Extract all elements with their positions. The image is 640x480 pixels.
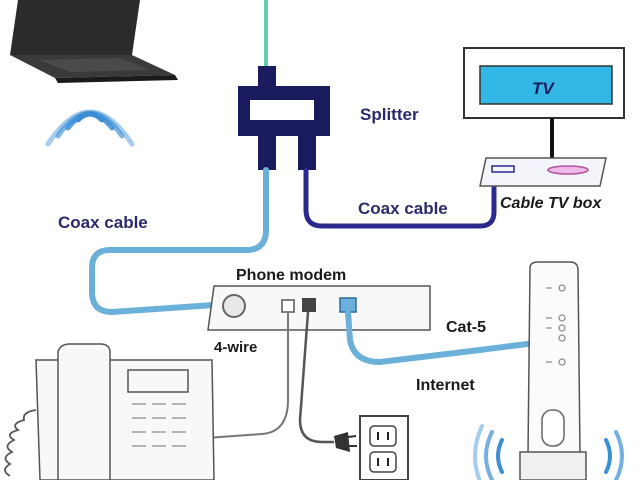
phone-port-icon [281, 299, 295, 313]
cat5-cable [345, 309, 531, 366]
coax-cable-right [303, 167, 497, 229]
wireless-router-icon [519, 261, 587, 480]
coax-cable-left [89, 167, 269, 316]
tv-icon [463, 47, 625, 158]
telephone-cord [4, 409, 37, 477]
phone-modem-label: Phone modem [236, 267, 346, 284]
phone-wire [205, 312, 289, 439]
cable-tv-box-label: Cable TV box [500, 195, 602, 212]
four-wire-label: 4-wire [214, 339, 257, 356]
router-wifi-signal-icon [473, 424, 624, 480]
wall-outlet-icon [359, 415, 409, 480]
laptop-icon [10, 0, 178, 83]
coax-cable-left-label: Coax cable [58, 213, 148, 232]
phone-modem-icon [207, 285, 431, 331]
power-plug-icon [334, 432, 357, 452]
power-cord [298, 311, 334, 444]
telephone-icon [35, 343, 215, 480]
coax-cable-right-label: Coax cable [358, 199, 448, 218]
cat5-label: Cat-5 [446, 319, 486, 336]
splitter-icon [238, 66, 330, 170]
internet-label: Internet [416, 377, 475, 394]
tv-label: TV [532, 79, 555, 98]
splitter-label: Splitter [360, 105, 419, 124]
coax-port-icon [222, 294, 246, 318]
wifi-signal-icon [45, 109, 135, 147]
cable-tv-box-icon [479, 157, 607, 187]
